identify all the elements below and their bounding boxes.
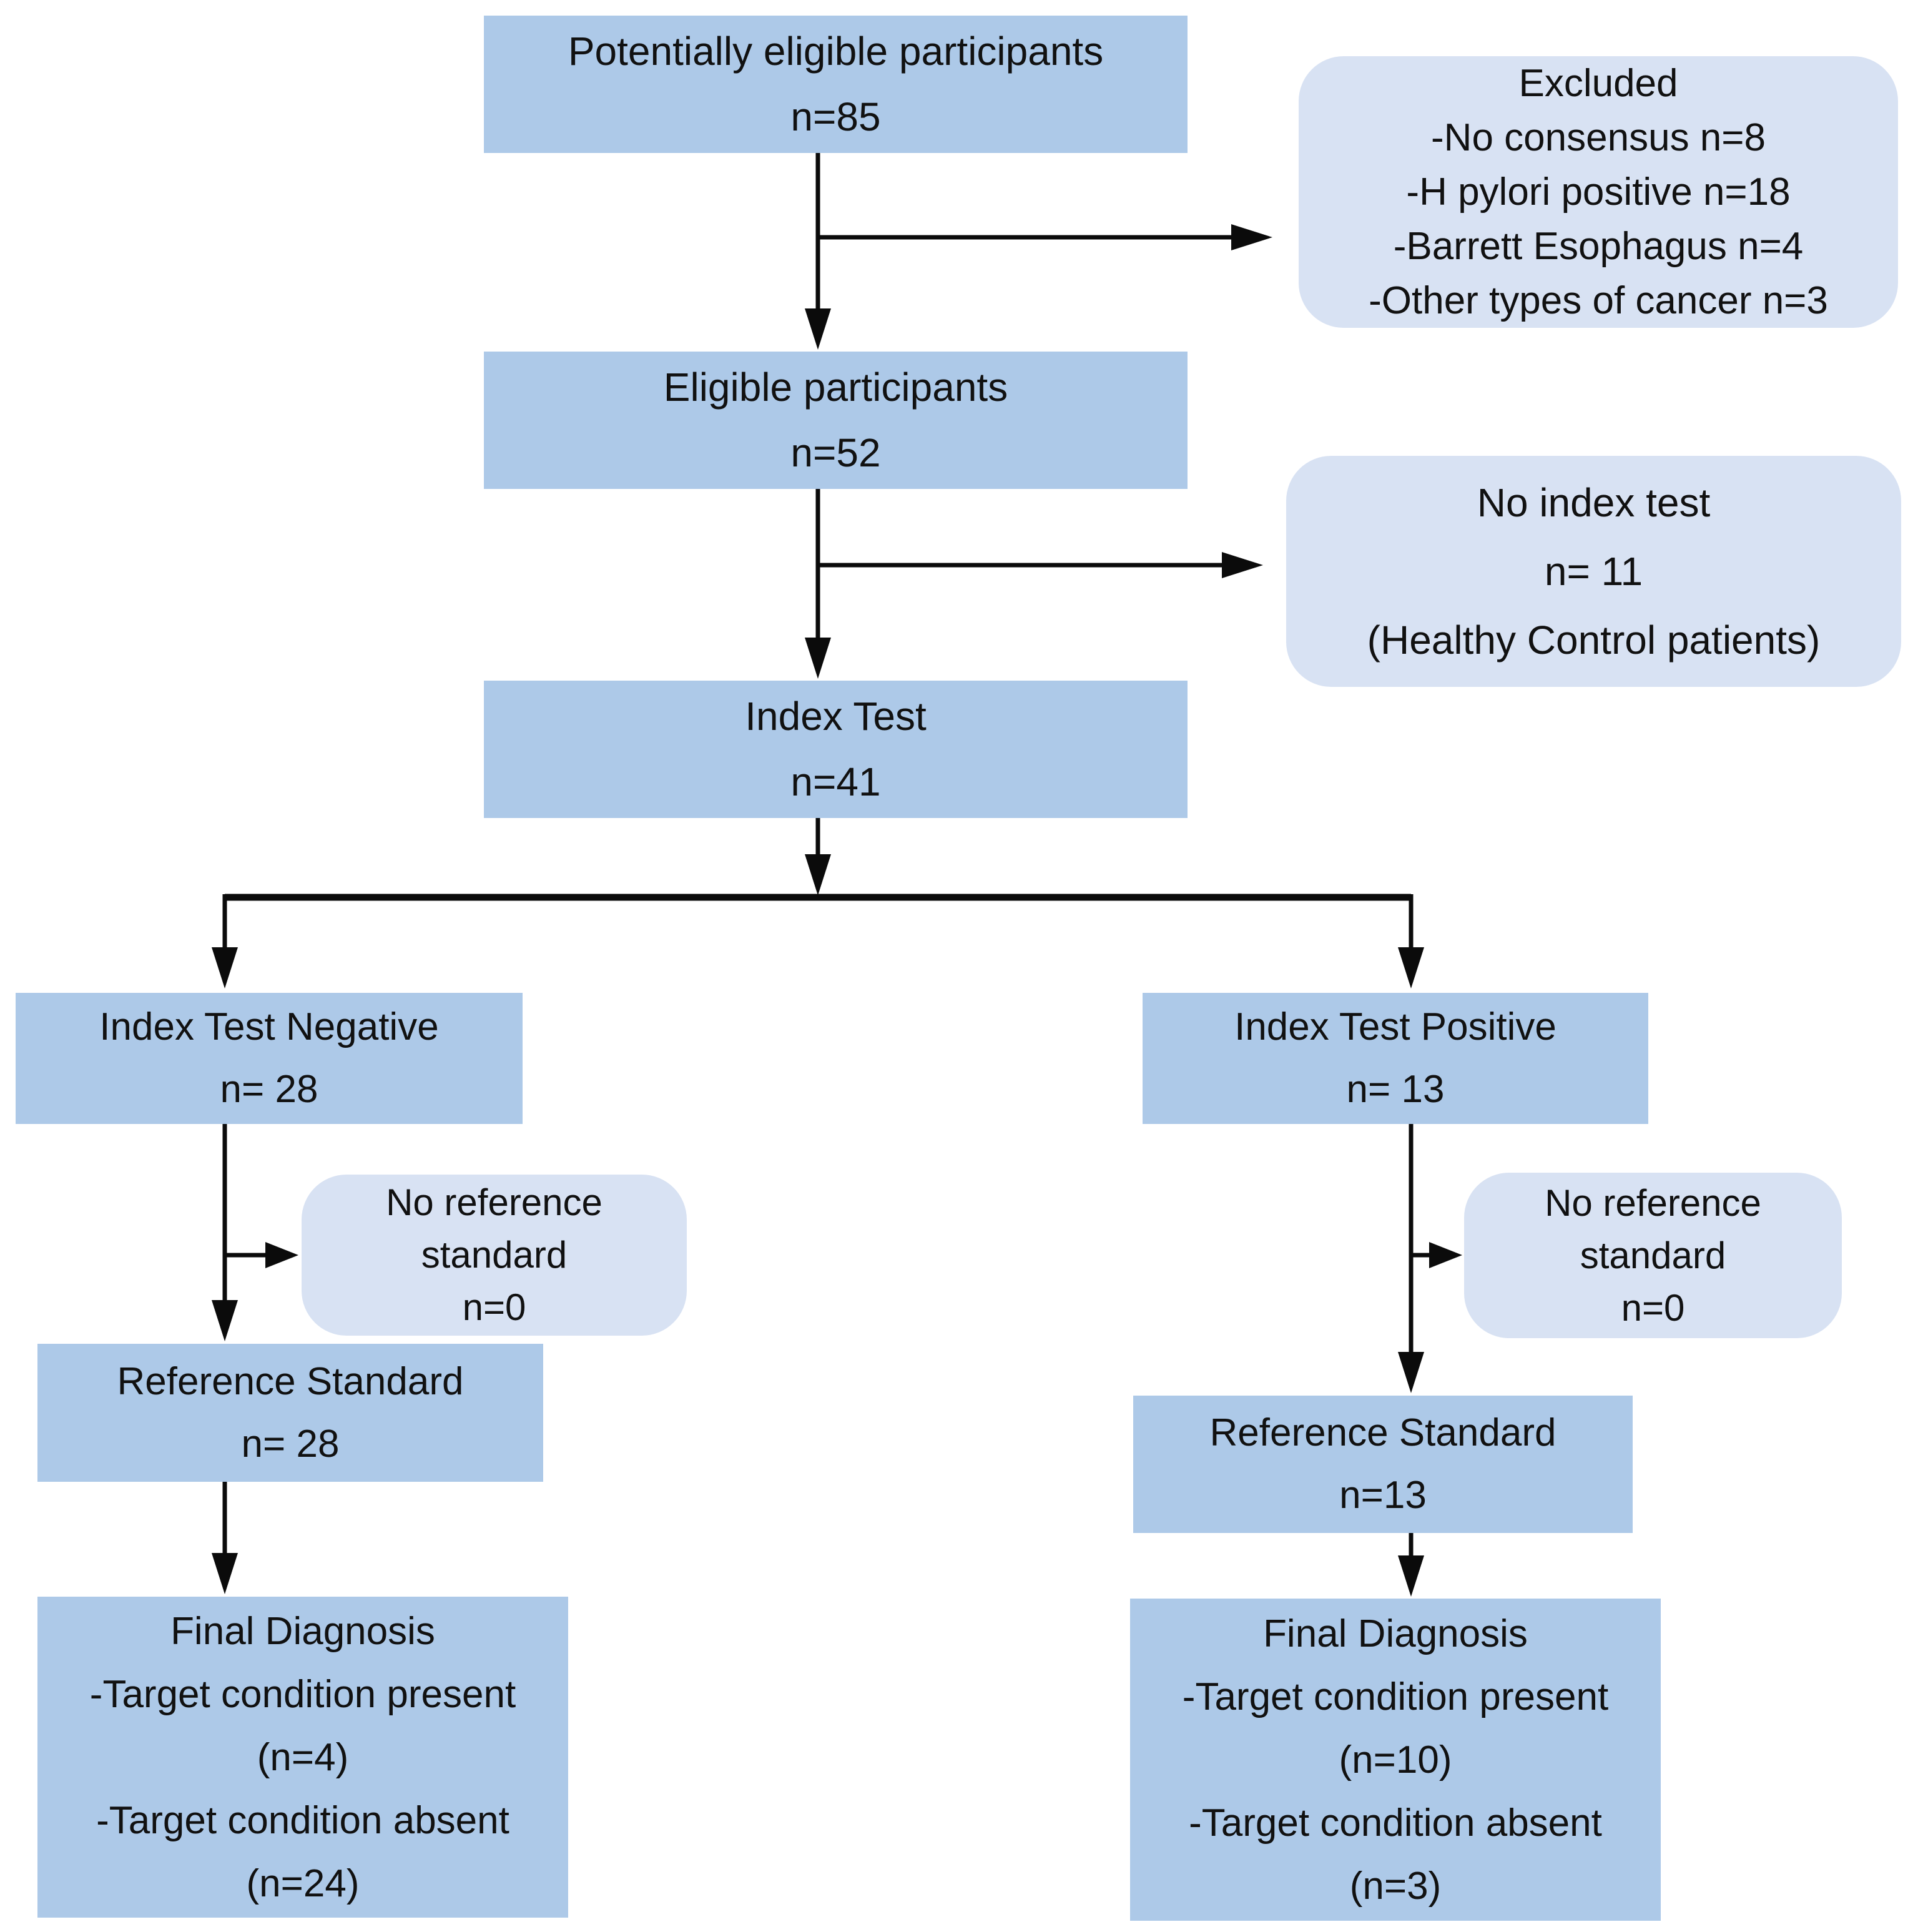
node-reference-standard-right: Reference Standard n=13 [1133,1396,1633,1533]
arrow-split-to-negative [212,894,238,988]
node-no-reference-standard-left: No reference standard n=0 [302,1175,687,1336]
node-count: n=0 [462,1286,526,1328]
excluded-reason: -No consensus n=8 [1431,116,1766,159]
arrow-eligible-to-index-test [805,489,831,679]
node-text: No index test [1477,480,1711,525]
node-text: standard [1580,1234,1726,1276]
node-count: n=13 [1339,1474,1427,1517]
excluded-reason: -H pylori positive n=18 [1406,170,1791,214]
arrow-to-no-reference-left [225,1242,298,1268]
node-count: (n=4) [257,1735,349,1779]
node-index-test-positive: Index Test Positive n= 13 [1143,993,1648,1124]
node-text: No reference [386,1181,602,1223]
node-text: No reference [1545,1181,1761,1224]
node-text: -Target condition absent [96,1798,509,1842]
node-final-diagnosis-right: Final Diagnosis -Target condition presen… [1130,1599,1661,1921]
excluded-reason: -Other types of cancer n=3 [1369,279,1828,322]
node-count: n=52 [790,430,881,475]
arrow-to-no-index-test [818,552,1263,578]
node-text: Index Test Positive [1234,1005,1557,1048]
node-index-test-negative: Index Test Negative n= 28 [16,993,523,1124]
node-text: Eligible participants [663,365,1008,410]
node-count: (n=10) [1339,1738,1452,1782]
node-count: (n=24) [246,1861,360,1905]
node-no-index-test: No index test n= 11 (Healthy Control pat… [1286,456,1901,687]
node-index-test: Index Test n=41 [484,681,1188,818]
arrow-potential-to-eligible [805,153,831,350]
node-text: standard [421,1234,568,1276]
node-count: n= 13 [1346,1068,1445,1111]
arrow-to-excluded [818,224,1272,250]
node-count: n=0 [1621,1286,1685,1329]
node-count: n=85 [790,94,881,139]
node-count: n=41 [790,759,881,804]
node-text: Reference Standard [117,1359,464,1403]
arrow-positive-to-reference-right [1398,1124,1424,1393]
node-text: Potentially eligible participants [568,29,1104,74]
node-text: Index Test Negative [99,1005,439,1048]
node-reference-standard-left: Reference Standard n= 28 [37,1344,543,1482]
arrow-to-no-reference-right [1411,1242,1462,1268]
arrow-reference-to-final-left [212,1482,238,1594]
node-eligible-participants: Eligible participants n=52 [484,352,1188,489]
arrow-reference-to-final-right [1398,1533,1424,1597]
node-title: Excluded [1518,62,1678,105]
excluded-reason: -Barrett Esophagus n=4 [1393,225,1804,268]
node-title: Final Diagnosis [1263,1612,1528,1655]
node-potentially-eligible: Potentially eligible participants n=85 [484,16,1188,153]
node-count: (n=3) [1349,1864,1442,1908]
node-count: n= 28 [220,1068,318,1111]
arrow-split-to-positive [1398,894,1424,988]
node-count: n= 28 [241,1422,340,1466]
node-text: Reference Standard [1209,1411,1557,1454]
node-text: Index Test [745,694,927,739]
node-excluded: Excluded -No consensus n=8 -H pylori pos… [1299,56,1898,328]
node-count: n= 11 [1544,549,1643,594]
node-final-diagnosis-left: Final Diagnosis -Target condition presen… [37,1597,568,1918]
node-text: -Target condition present [89,1672,516,1716]
node-text: -Target condition present [1182,1675,1609,1718]
arrow-index-test-to-split [805,818,831,895]
node-no-reference-standard-right: No reference standard n=0 [1464,1173,1842,1338]
arrow-negative-to-reference-left [212,1124,238,1341]
node-note: (Healthy Control patients) [1367,618,1821,663]
node-title: Final Diagnosis [170,1609,435,1653]
node-text: -Target condition absent [1189,1801,1602,1845]
